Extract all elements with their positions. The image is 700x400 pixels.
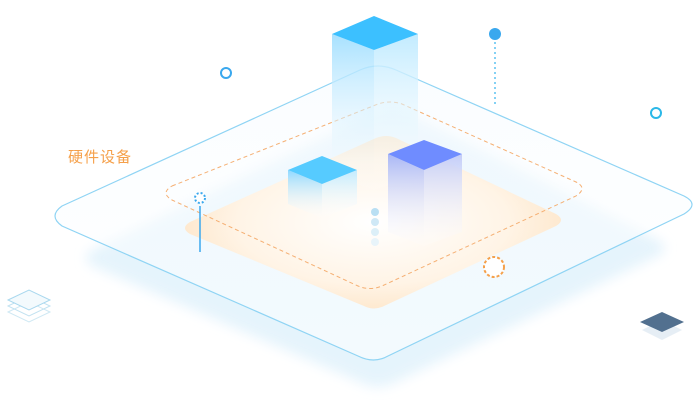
pin-top-right	[489, 28, 501, 104]
circle-icon	[220, 67, 232, 79]
violet-cube	[388, 140, 462, 246]
dashed-ring-icon	[194, 192, 206, 204]
pin-right	[650, 107, 662, 184]
dashed-ring-icon	[483, 256, 505, 278]
pin-inner-left	[194, 192, 206, 252]
circle-icon	[650, 107, 662, 119]
dot-icon	[489, 28, 501, 40]
small-cyan-cube	[288, 156, 357, 218]
navy-tile-icon	[640, 312, 684, 340]
dashed-zone-outline	[165, 101, 583, 289]
pin-orange	[483, 256, 505, 354]
stacked-layers-icon	[6, 289, 52, 323]
pin-left-top	[220, 67, 232, 138]
dot-column	[371, 208, 379, 246]
hardware-device-label: 硬件设备	[68, 148, 133, 166]
